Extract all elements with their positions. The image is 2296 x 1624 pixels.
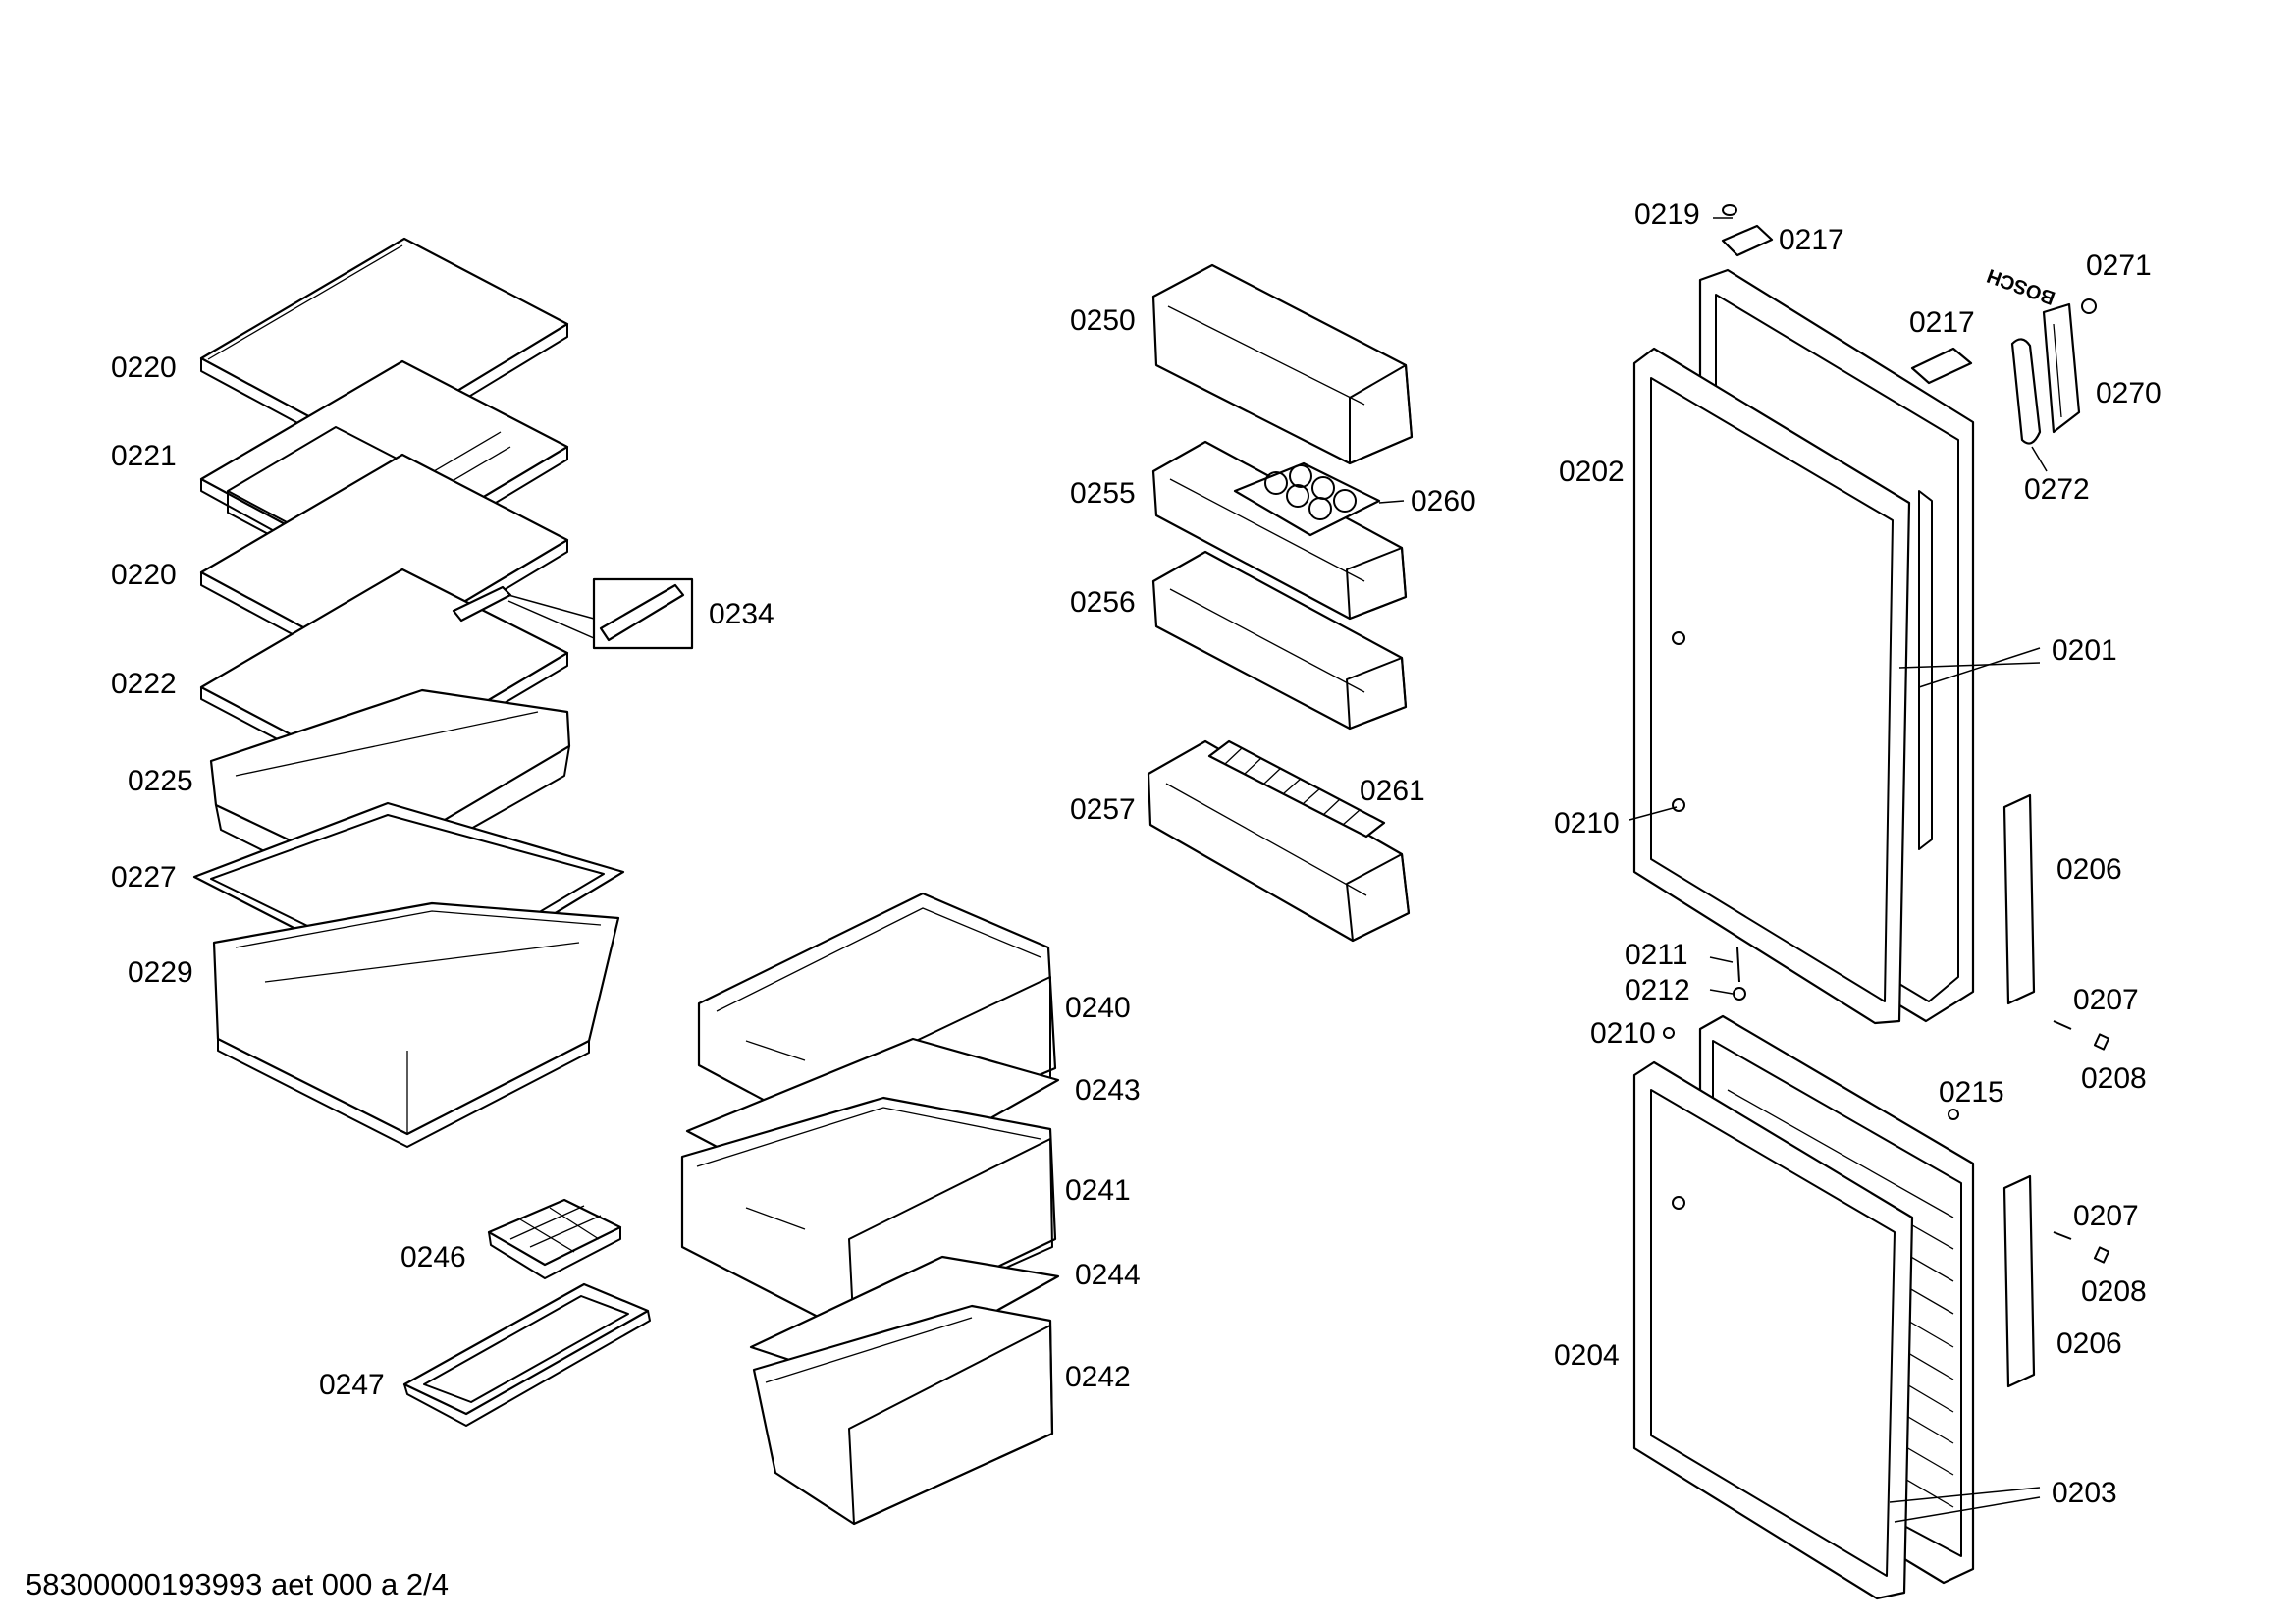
part-label: 0229 (128, 956, 193, 989)
part-label: 0257 (1070, 793, 1136, 826)
part-label: 0244 (1075, 1259, 1141, 1291)
part-label: 0208 (2081, 1062, 2147, 1095)
part-label: 0201 (2052, 634, 2117, 667)
part-label: 0260 (1411, 485, 1476, 517)
drawer-0242 (752, 1304, 1054, 1526)
part-label: 0243 (1075, 1074, 1141, 1107)
part-label: 0206 (2056, 853, 2122, 886)
part-label: 0221 (111, 440, 177, 472)
part-label: 0261 (1360, 775, 1425, 807)
part-label: 0271 (2086, 249, 2152, 282)
vegetable-box-0229 (212, 901, 620, 1148)
door-balcony-0257 (1147, 739, 1411, 943)
bosch-logo: BOSCH (1984, 264, 2057, 308)
part-label: 0234 (709, 598, 774, 630)
door-balcony-0255 (1151, 440, 1408, 621)
part-label: 0241 (1065, 1174, 1131, 1207)
door-seal-0202 (1632, 347, 1911, 1025)
part-label: 0247 (319, 1369, 385, 1401)
part-label: 0272 (2024, 473, 2090, 506)
door-seal-0203 (1632, 1060, 1914, 1600)
part-label: 0217 (1909, 306, 1975, 339)
document-id-footer: 58300000193993 aet 000 a 2/4 (26, 1567, 449, 1601)
part-number-labels: 0220 0221 0220 0222 0234 0225 0227 0229 … (111, 198, 2162, 1509)
part-label: 0210 (1590, 1017, 1656, 1050)
part-label: 0207 (2073, 984, 2139, 1016)
ice-tray-0246 (487, 1198, 622, 1279)
ice-tray-0247 (402, 1282, 651, 1427)
door-balcony-0250 (1151, 263, 1414, 465)
part-label: 0217 (1779, 224, 1844, 256)
part-label: 0212 (1625, 974, 1690, 1006)
part-label: 0240 (1065, 992, 1131, 1024)
part-label: 0256 (1070, 586, 1136, 619)
part-label: 0208 (2081, 1275, 2147, 1308)
part-label: 0242 (1065, 1361, 1131, 1393)
part-label: 0250 (1070, 304, 1136, 337)
part-label: 0220 (111, 352, 177, 384)
part-label: 0204 (1554, 1339, 1620, 1372)
egg-tray-0260 (1233, 461, 1405, 537)
part-label: 0222 (111, 668, 177, 700)
part-label: 0219 (1634, 198, 1700, 231)
part-label: 0215 (1939, 1076, 2004, 1109)
part-label: 0225 (128, 765, 193, 797)
part-label: 0202 (1559, 456, 1625, 488)
part-label: 0211 (1625, 939, 1688, 971)
part-label: 0255 (1070, 477, 1136, 510)
part-label: 0203 (2052, 1477, 2117, 1509)
small-parts (1663, 204, 2110, 1388)
bottle-holder-0261 (1207, 739, 1386, 839)
part-label: 0270 (2096, 377, 2162, 409)
part-label: 0207 (2073, 1200, 2139, 1232)
part-label: 0220 (111, 559, 177, 591)
shelf-profile-0234 (452, 577, 694, 650)
part-label: 0210 (1554, 807, 1620, 839)
part-label: 0227 (111, 861, 177, 893)
part-label: 0246 (400, 1241, 466, 1273)
door-balcony-0256 (1151, 550, 1408, 731)
leader-lines (1629, 217, 2041, 1523)
part-label: 0206 (2056, 1327, 2122, 1360)
